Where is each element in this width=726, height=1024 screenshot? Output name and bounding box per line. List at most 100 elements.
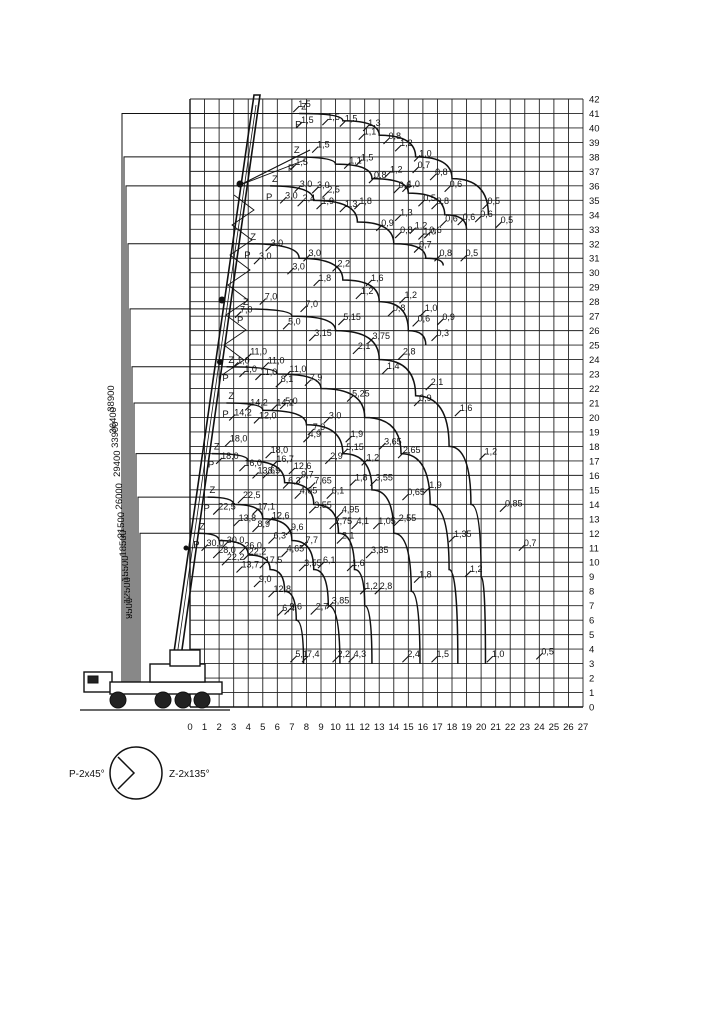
x-tick-label: 7: [289, 722, 294, 733]
load-value-label: 3,15: [314, 328, 332, 338]
x-tick-label: 4: [246, 722, 251, 733]
y-axis-ticks: 0123456789101112131415161718192021222324…: [589, 95, 600, 714]
load-value-label: 2,2: [338, 649, 351, 659]
zone-label-p: P: [295, 119, 301, 130]
y-tick-label: 42: [589, 95, 600, 106]
load-value-label: 3,0: [285, 190, 298, 200]
load-value-label: 16,7: [276, 454, 294, 464]
load-point-marker: [346, 395, 354, 403]
load-point-marker: [239, 370, 246, 378]
load-point-marker: [311, 146, 319, 154]
load-value-label: 1,3: [368, 118, 381, 128]
load-point-marker: [349, 479, 357, 487]
load-value-label: 1,8: [359, 196, 372, 206]
x-tick-label: 22: [505, 722, 516, 733]
load-point-marker: [444, 185, 452, 193]
y-tick-label: 7: [589, 601, 594, 612]
load-point-marker: [399, 296, 406, 304]
load-point-marker: [326, 492, 334, 500]
load-value-label: 4,1: [356, 516, 369, 526]
load-point-marker: [370, 479, 377, 487]
load-point-marker: [308, 482, 316, 489]
load-value-label: 1,6: [460, 403, 473, 413]
load-point-marker: [276, 609, 284, 617]
load-point-marker: [308, 506, 316, 514]
load-point-marker: [336, 537, 344, 544]
load-point-marker: [397, 353, 405, 361]
load-value-label: 18,0: [271, 445, 289, 455]
load-point-marker: [237, 496, 245, 504]
load-value-label: 6,3: [274, 531, 287, 541]
load-point-marker: [252, 471, 259, 479]
load-value-label: 9,7: [301, 470, 314, 480]
load-point-marker: [409, 227, 417, 235]
truck-turntable: [149, 663, 206, 683]
load-value-label: 13,7: [241, 559, 259, 569]
load-value-label: 4,95: [342, 504, 360, 514]
x-tick-label: 12: [359, 722, 370, 733]
load-value-label: 0,85: [505, 499, 523, 509]
load-point-marker: [281, 550, 289, 557]
load-point-marker: [289, 163, 297, 171]
load-radius-arc: [240, 308, 487, 664]
load-point-marker: [413, 576, 421, 583]
zone-label-p: P: [288, 163, 294, 174]
load-point-marker: [215, 457, 223, 465]
boom-jib-tie: [239, 159, 306, 186]
load-value-label: 0,9: [381, 218, 394, 228]
x-tick-label: 19: [461, 722, 472, 733]
x-tick-label: 8: [304, 722, 309, 733]
boom-length-bracket: [133, 402, 227, 684]
load-point-marker: [482, 202, 489, 210]
load-point-marker: [292, 105, 300, 113]
load-value-label: 0,9: [419, 393, 432, 403]
load-value-label: 0,6: [480, 209, 493, 219]
load-point-marker: [284, 608, 291, 615]
chart-grid: [189, 98, 584, 708]
load-point-marker: [332, 655, 339, 663]
load-value-label: 1,5: [295, 157, 308, 167]
load-value-label: 1,2: [365, 581, 378, 591]
x-tick-label: 21: [490, 722, 501, 733]
load-point-marker: [212, 508, 220, 515]
load-value-label: 0,8: [435, 167, 448, 177]
y-tick-label: 1: [589, 688, 594, 699]
x-tick-label: 17: [432, 722, 443, 733]
load-point-marker: [384, 170, 392, 178]
load-value-label: 12,8: [274, 584, 292, 594]
load-value-label: 0,3: [437, 328, 450, 338]
load-value-label: 1,1: [364, 127, 377, 137]
y-tick-label: 25: [589, 341, 600, 352]
y-tick-label: 39: [589, 138, 600, 149]
load-point-marker: [287, 267, 294, 275]
x-tick-label: 5: [260, 722, 265, 733]
y-tick-label: 4: [589, 645, 594, 656]
boom-lattice-zigzag: [221, 194, 255, 376]
load-point-marker: [268, 537, 275, 544]
y-tick-label: 18: [589, 442, 600, 453]
load-value-label: 1,0: [244, 364, 257, 374]
y-tick-label: 11: [589, 543, 599, 554]
load-point-marker: [352, 347, 360, 355]
load-point-marker: [394, 214, 402, 222]
load-value-label: 30,0: [207, 538, 225, 548]
zone-label-z: Z: [228, 355, 234, 366]
load-value-label: 0,8: [400, 225, 413, 235]
load-point-marker: [419, 309, 427, 317]
load-point-marker: [234, 311, 242, 319]
load-value-label: 2,2: [338, 258, 351, 268]
load-point-marker: [321, 118, 329, 126]
load-point-marker: [311, 186, 319, 194]
load-value-label: 1,9: [429, 480, 442, 490]
load-point-marker: [374, 587, 382, 595]
load-value-label: 7,7: [306, 535, 319, 545]
truck-wheel: [174, 691, 192, 709]
y-tick-label: 24: [589, 355, 600, 366]
x-tick-label: 26: [563, 722, 574, 733]
load-value-label: 3,55: [314, 500, 332, 510]
load-value-label: 4,3: [354, 649, 367, 659]
load-value-label: 1,4: [387, 361, 400, 371]
y-tick-label: 0: [589, 703, 594, 714]
load-point-marker: [221, 558, 229, 566]
